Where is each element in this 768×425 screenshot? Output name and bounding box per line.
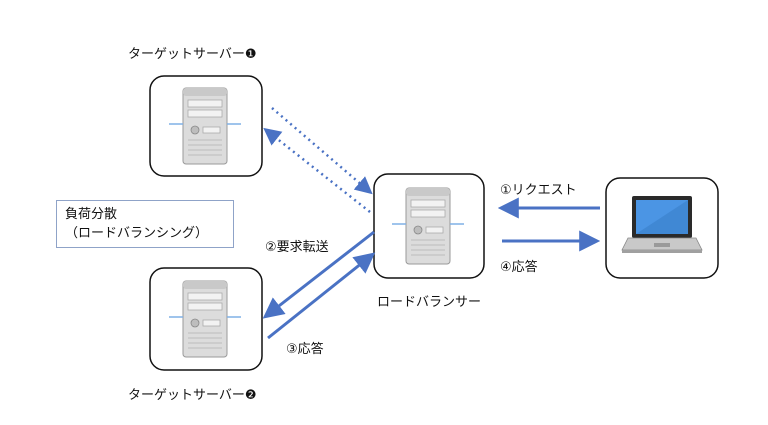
- request-label: ①リクエスト: [500, 183, 577, 198]
- arrow-forward-to-target2: [262, 230, 375, 319]
- arrow-response-from-target2: [267, 252, 376, 340]
- target-server-2-label: ターゲットサーバー❷: [128, 388, 257, 403]
- load-balancing-note: 負荷分散 （ロードバランシング）: [56, 200, 234, 248]
- load-balancer-label: ロードバランサー: [377, 295, 482, 310]
- note-title: 負荷分散: [65, 207, 118, 222]
- target-server-1-label: ターゲットサーバー❶: [128, 47, 257, 62]
- note-subtitle: （ロードバランシング）: [65, 226, 209, 241]
- response4-label: ④応答: [500, 260, 538, 275]
- arrow-forward-to-target1: [271, 107, 373, 195]
- laptop-icon: [621, 196, 703, 253]
- forward-label: ②要求転送: [265, 240, 329, 255]
- arrow-response-from-target1: [263, 127, 371, 213]
- response3-label: ③応答: [286, 342, 324, 357]
